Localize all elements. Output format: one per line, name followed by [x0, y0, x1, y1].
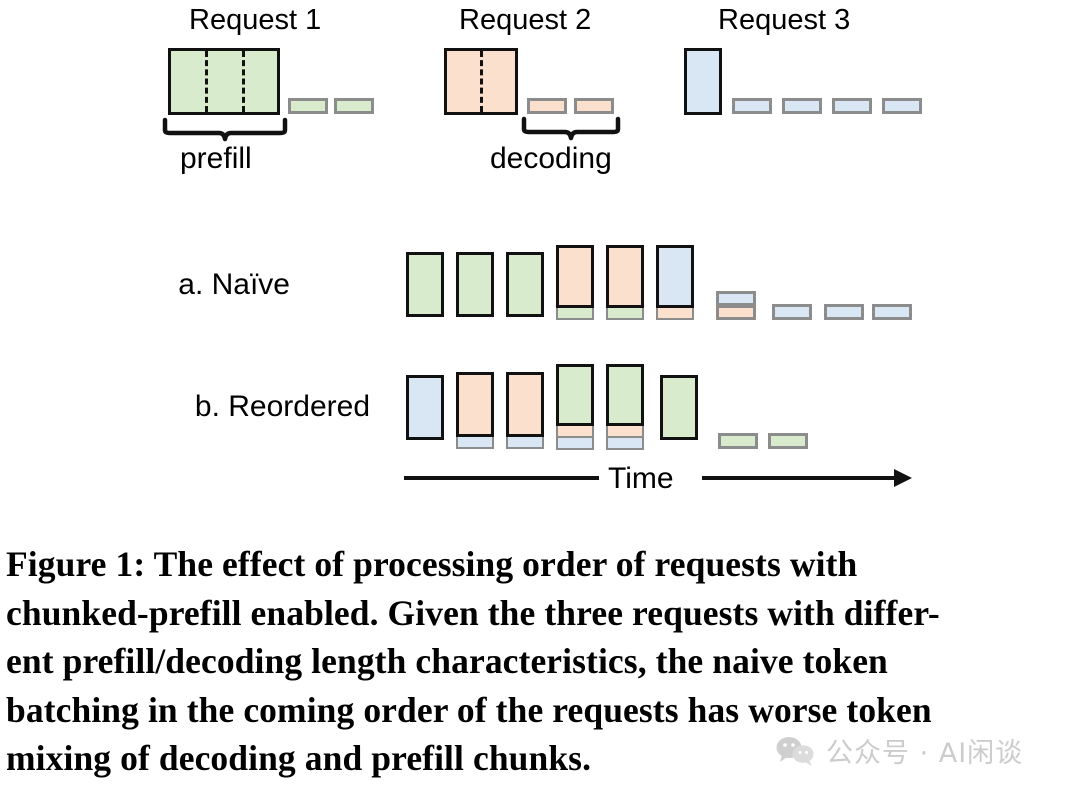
request-2-title: Request 2	[459, 4, 592, 36]
request-2-chunk-divider-1	[480, 51, 483, 112]
naive-batch-5-decode-green	[606, 307, 644, 320]
naive-batch-4-decode-green	[556, 307, 594, 320]
naive-batch-6-prefill	[656, 245, 694, 308]
figure-caption: Figure 1: The effect of processing order…	[6, 540, 1074, 783]
naive-batch-8-decode-blue	[772, 304, 812, 320]
request-3-decode-token-3	[832, 98, 872, 114]
request-2-decode-token-2	[574, 98, 614, 114]
caption-line-1: Figure 1: The effect of processing order…	[6, 544, 858, 584]
reordered-batch-7-decode-green	[718, 433, 758, 449]
request-3-prefill-box	[684, 48, 722, 115]
request-1-chunk-divider-1	[205, 51, 208, 112]
caption-line-4: batching in the coming order of the requ…	[6, 689, 932, 730]
caption-line-2: chunked-prefill enabled. Given the three…	[6, 592, 940, 633]
watermark-text: 公众号 · AI闲谈	[826, 738, 1024, 769]
row-label-reordered: b. Reordered	[194, 390, 370, 423]
time-axis-label: Time	[608, 462, 674, 495]
time-axis-right-segment	[702, 476, 898, 480]
reordered-batch-2-decode-blue	[456, 436, 494, 449]
request-1-title: Request 1	[189, 4, 322, 36]
reordered-batch-4-prefill	[556, 364, 594, 426]
naive-batch-7-decode-orange	[716, 305, 756, 320]
request-1-decode-token-1	[288, 98, 328, 114]
decoding-brace	[521, 116, 621, 141]
prefill-brace	[162, 117, 288, 142]
reordered-batch-4-decode-blue	[556, 437, 594, 450]
caption-line-3: ent prefill/decoding length characterist…	[6, 641, 888, 681]
naive-batch-5-prefill	[606, 245, 644, 308]
reordered-batch-1-prefill	[406, 375, 444, 440]
naive-batch-9-decode-blue	[824, 304, 864, 320]
time-axis-arrowhead	[894, 469, 912, 487]
naive-batch-4-prefill	[556, 245, 594, 308]
request-1-decode-token-2	[334, 98, 374, 114]
naive-batch-6-decode-orange	[656, 307, 694, 320]
request-1-prefill-box	[168, 48, 280, 115]
request-3-title: Request 3	[718, 4, 851, 36]
reordered-batch-6-prefill	[660, 375, 698, 440]
naive-batch-10-decode-blue	[872, 304, 912, 320]
decoding-label: decoding	[490, 142, 612, 175]
reordered-batch-5-decode-blue	[606, 437, 644, 450]
caption-line-5: mixing of decoding and prefill chunks.	[6, 738, 592, 778]
request-2-decode-token-1	[527, 98, 567, 114]
naive-batch-1-prefill	[406, 252, 444, 317]
request-3-decode-token-4	[882, 98, 922, 114]
reordered-batch-3-prefill	[506, 372, 544, 437]
reordered-batch-2-prefill	[456, 372, 494, 437]
naive-batch-7-decode-blue	[716, 291, 756, 306]
watermark: 公众号 · AI闲谈	[775, 731, 1023, 770]
request-1-chunk-divider-2	[242, 51, 245, 112]
row-label-naive: a. Naïve	[178, 268, 290, 301]
request-3-decode-token-1	[732, 98, 772, 114]
prefill-label: prefill	[180, 142, 252, 175]
request-3-decode-token-2	[782, 98, 822, 114]
naive-batch-2-prefill	[456, 252, 494, 317]
naive-batch-3-prefill	[506, 252, 544, 317]
reordered-batch-8-decode-green	[768, 433, 808, 449]
reordered-batch-4-decode-orange	[556, 425, 594, 438]
time-axis-left-segment	[404, 476, 599, 480]
wechat-icon	[776, 736, 814, 766]
figure-panel: Request 1 prefill Request 2 decoding Req…	[162, 4, 922, 495]
reordered-batch-5-decode-orange	[606, 425, 644, 438]
reordered-batch-5-prefill	[606, 364, 644, 426]
reordered-batch-3-decode-blue	[506, 436, 544, 449]
